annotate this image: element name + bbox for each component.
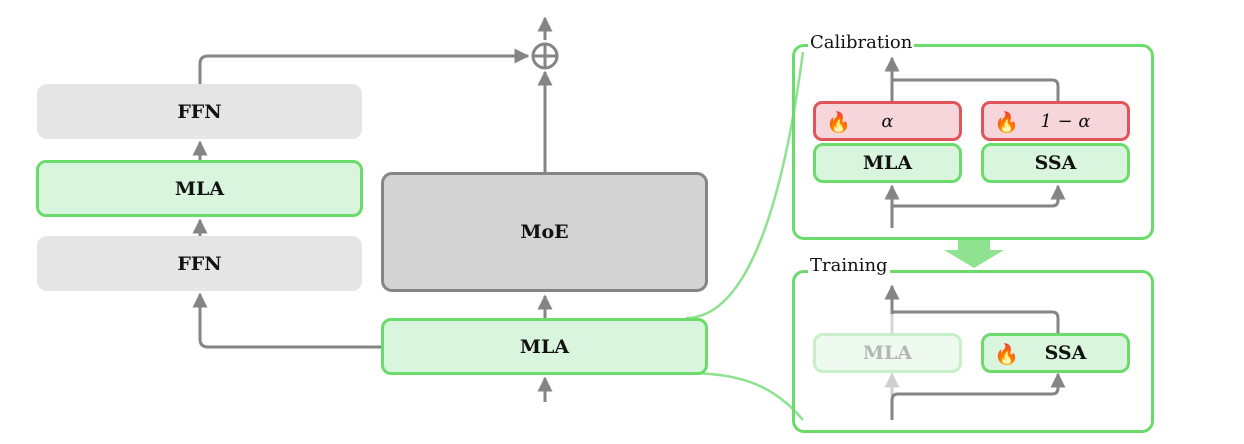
- cal-input-to-ssa: [892, 184, 1066, 208]
- train-ssa-label: SSA: [1044, 342, 1087, 364]
- zoom-line-bottom: [685, 371, 804, 421]
- moe-label: MoE: [520, 221, 569, 243]
- zoom-line-top: [685, 51, 805, 320]
- cal-merge-line: [892, 78, 1060, 102]
- fire-icon: 🔥: [994, 342, 1019, 366]
- calibration-title: Calibration: [808, 32, 915, 53]
- alpha-coefficient-box: 🔥 α: [813, 101, 962, 141]
- one-minus-alpha-coefficient-box: 🔥 1 − α: [981, 101, 1130, 141]
- fire-icon: 🔥: [994, 110, 1019, 134]
- cal-mla-block: MLA: [813, 143, 962, 183]
- ffn-top-label: FFN: [177, 100, 222, 123]
- train-mla-label: MLA: [862, 342, 913, 364]
- mla-block-left: MLA: [36, 160, 363, 217]
- moe-block: MoE: [381, 172, 708, 292]
- one-minus-alpha-label: 1 − α: [1040, 110, 1091, 132]
- alpha-label: α: [881, 110, 894, 132]
- train-mla-block-frozen: MLA: [813, 333, 962, 373]
- cal-mla-label: MLA: [862, 152, 913, 174]
- sum-node-icon: [531, 42, 559, 70]
- train-merge-line: [892, 310, 1060, 334]
- cal-ssa-block: SSA: [981, 143, 1130, 183]
- ffn-bottom-label: FFN: [177, 252, 222, 275]
- training-panel: [792, 270, 1154, 433]
- mla-left-label: MLA: [174, 177, 225, 200]
- train-input-stem: [890, 372, 1066, 420]
- fire-icon: 🔥: [826, 110, 851, 134]
- residual-arrow-top: [198, 48, 530, 84]
- flow-down-arrow: [944, 240, 1004, 268]
- mla-center-label: MLA: [519, 335, 570, 358]
- calibration-panel: [792, 44, 1154, 240]
- ffn-block-top: FFN: [37, 84, 362, 139]
- arrow-mla-to-left-ffn: [192, 292, 382, 349]
- train-ssa-block: 🔥 SSA: [981, 333, 1130, 373]
- ffn-block-bottom: FFN: [37, 236, 362, 291]
- training-title: Training: [808, 255, 890, 276]
- mla-block-center: MLA: [381, 318, 708, 375]
- cal-ssa-label: SSA: [1034, 152, 1077, 174]
